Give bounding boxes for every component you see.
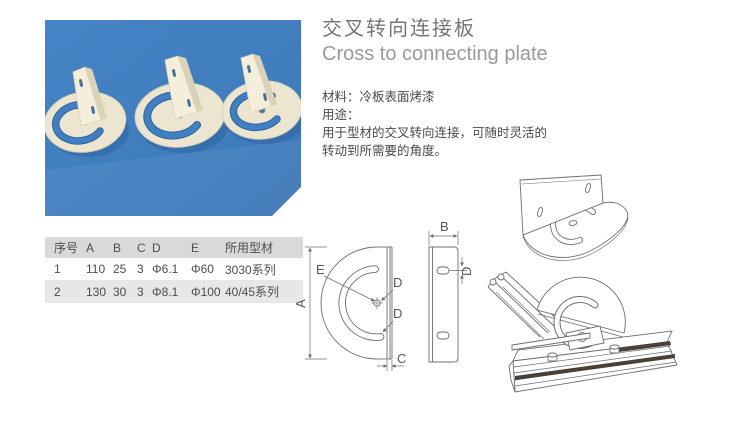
col-header-profile: 所用型材 [225, 241, 274, 255]
t-slot-shadow [618, 341, 671, 352]
col-header-d: D [152, 240, 161, 255]
page-title: 交叉转向连接板 [322, 18, 476, 40]
cell-index: 1 [54, 262, 61, 276]
col-header-e: E [191, 240, 200, 255]
iso-flange-slot [584, 183, 592, 193]
cell-e: Φ100 [191, 284, 221, 299]
usage-line-2: 转动到所需要的角度。 [322, 144, 448, 158]
side-dim-b-label: B [440, 219, 449, 234]
cell-profile: 40/45系列 [225, 285, 280, 299]
page-subtitle: Cross to connecting plate [322, 43, 548, 65]
table-row: 2 130 30 3 Φ8.1 Φ100 40/45系列 [45, 280, 303, 303]
front-label-d-hole: D [393, 275, 402, 290]
front-view-drawing: A E D D C [296, 246, 406, 371]
cell-d: Φ8.1 [152, 284, 179, 299]
assembly-diagonal-profile [487, 271, 559, 340]
front-label-e: E [316, 262, 325, 277]
cell-index: 2 [54, 284, 61, 299]
cell-e: Φ60 [191, 262, 214, 276]
assembly-view-drawing [487, 271, 678, 393]
material-label: 材料： [322, 90, 360, 104]
front-dim-c-label: C [397, 351, 406, 366]
title-block: 交叉转向连接板 Cross to connecting plate 材料：冷板表… [322, 16, 622, 160]
material-value: 冷板表面烤漆 [359, 90, 435, 104]
spec-table-header-row: 序号 A B C D E 所用型材 [45, 237, 303, 258]
col-header-a: A [86, 240, 95, 255]
assembly-rod [511, 332, 591, 351]
iso-center-hole [568, 220, 578, 226]
material-line: 材料：冷板表面烤漆 [322, 88, 622, 106]
front-label-d-slot: D [393, 306, 402, 321]
iso-flange [519, 174, 604, 236]
side-lower-slot [436, 331, 450, 340]
col-header-b: B [113, 240, 122, 255]
plate-photo-right [221, 53, 301, 144]
plate-photo-left [45, 66, 129, 157]
usage-label: 用途： [322, 108, 360, 122]
side-plate-outline [428, 246, 459, 363]
side-dim-d-label: D [459, 267, 474, 276]
cell-profile: 3030系列 [225, 262, 276, 277]
cell-b: 30 [113, 284, 127, 299]
front-dim-a-label: A [296, 299, 308, 308]
usage-line-1: 用于型材的交叉转向连接，可随时灵活的 [322, 126, 548, 140]
cell-c: 3 [137, 262, 144, 276]
isometric-view-drawing [519, 174, 629, 261]
table-row: 1 110 25 3 Φ6.1 Φ60 3030系列 [45, 258, 303, 280]
assembly-clamp-bolts [547, 344, 620, 362]
cell-a: 110 [86, 262, 106, 276]
iso-plate [522, 201, 629, 258]
product-photo [45, 20, 301, 216]
iso-flange-slot [536, 207, 544, 217]
cell-d: Φ6.1 [152, 262, 179, 276]
col-header-index: 序号 [54, 241, 79, 255]
plate-outer-arc [320, 246, 378, 360]
spec-table: 序号 A B C D E 所用型材 1 110 25 3 Φ6.1 Φ60 30… [45, 237, 303, 303]
t-slot-shadow [515, 354, 675, 380]
col-header-c: C [137, 240, 146, 255]
side-upper-slot [436, 266, 450, 275]
side-view-drawing: B D [428, 219, 474, 363]
cell-c: 3 [137, 284, 144, 299]
cell-a: 130 [86, 284, 107, 299]
cell-b: 25 [113, 262, 127, 276]
